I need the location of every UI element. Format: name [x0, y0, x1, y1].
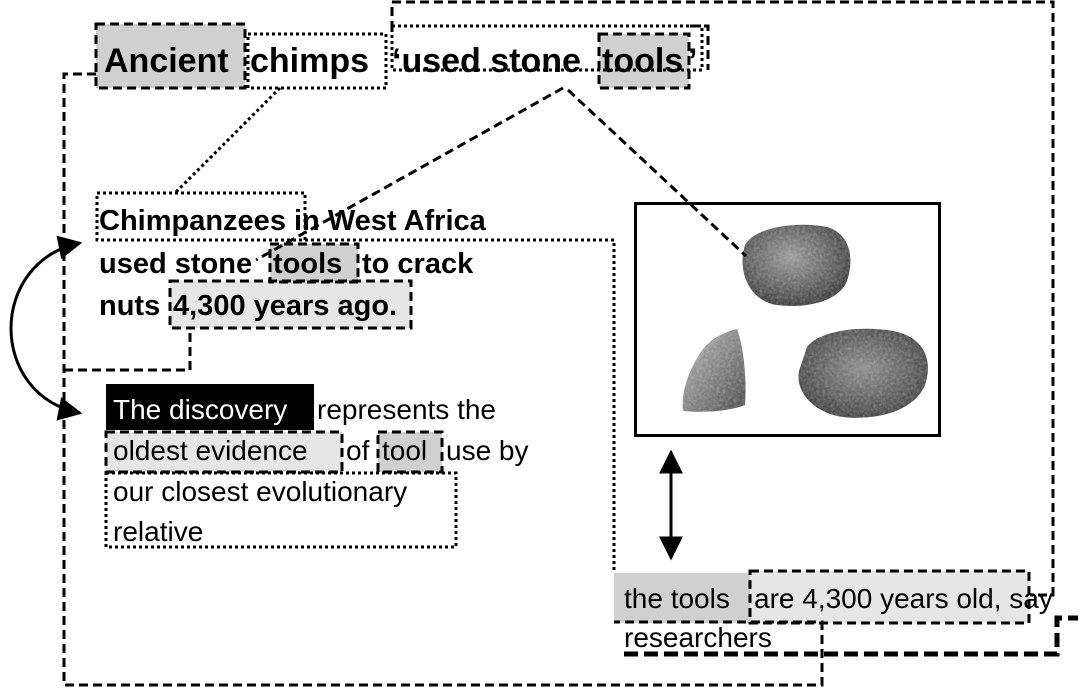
- caption-tools-highlight: [614, 573, 750, 623]
- caption-researchers: researchers: [624, 622, 772, 653]
- headline-tools-box: [597, 32, 691, 90]
- headline-closing-quote: ’: [688, 42, 698, 80]
- lead-body-curved-arrow: [9, 235, 83, 421]
- chimps-box: [246, 32, 388, 90]
- lead-tools-highlight: [270, 244, 358, 282]
- body-the-discovery: The discovery: [113, 394, 288, 425]
- oldest-evidence-highlight: [106, 432, 342, 472]
- headline-word-chimps: chimps: [250, 42, 370, 80]
- tools-to-lead-tools-connector: [255, 86, 564, 262]
- headline-tools-highlight: [599, 34, 689, 88]
- lead-years-ago: 4,300 years ago.: [173, 290, 398, 322]
- body-represents-the: represents the: [317, 394, 496, 425]
- lead-word-tools: tools: [273, 248, 343, 280]
- caption-the-tools: the tools: [624, 583, 730, 614]
- headline-words-used-stone: ‘used stone: [392, 42, 581, 80]
- rough-stone-icon: [798, 328, 928, 418]
- used-stone-tools-box: [390, 24, 704, 72]
- headline-word-ancient: Ancient: [104, 42, 229, 80]
- body-use-by: use by: [446, 435, 529, 466]
- outer-frame-left: [62, 72, 824, 687]
- lead-line-2-start: used stone: [99, 248, 253, 280]
- chimpanzees-to-caption-connector: [305, 238, 616, 573]
- tools-to-photo-connector: [566, 88, 748, 258]
- lead-years-highlight: [170, 281, 411, 328]
- caption-age-box: [748, 569, 1031, 625]
- chimpanzees-box: [95, 191, 307, 242]
- lead-tools-box: [268, 242, 360, 284]
- lead-years-box: [168, 279, 413, 330]
- headline-word-tools: tools: [602, 42, 684, 80]
- body-line-4: relative: [113, 516, 204, 547]
- body-word-tool: tool: [382, 435, 428, 466]
- headline-lead-frame: [64, 330, 192, 372]
- caption-age-claim: are 4,300 years old, say: [754, 583, 1053, 614]
- body-oldest-evidence: oldest evidence: [113, 435, 308, 466]
- body-tool-highlight: [378, 432, 442, 472]
- rounded-stone-icon: [742, 224, 851, 306]
- discovery-highlight: [106, 384, 314, 430]
- lead-line-1: Chimpanzees in West Africa: [99, 205, 486, 237]
- body-word-of: of: [346, 435, 370, 466]
- headline-ancient-highlight: [96, 24, 245, 88]
- lead-line-2-end: to crack: [362, 248, 474, 280]
- body-tool-box: [376, 430, 444, 474]
- chimps-to-chimpanzees-connector: [173, 86, 282, 195]
- body-line-3: our closest evolutionary: [113, 476, 408, 507]
- flake-stone-icon: [682, 329, 746, 412]
- ancient-box: [94, 22, 247, 90]
- caption-age-highlight: [750, 571, 1029, 623]
- oldest-evidence-box: [104, 430, 344, 474]
- lead-word-nuts: nuts: [99, 290, 161, 322]
- closest-relative-box: [104, 471, 458, 549]
- outer-frame-right: [390, 0, 1055, 597]
- researchers-frame: [624, 615, 1078, 657]
- stone-tools-image: [682, 224, 928, 418]
- quote-link: [690, 24, 710, 70]
- stone-tools-photo: [634, 202, 941, 437]
